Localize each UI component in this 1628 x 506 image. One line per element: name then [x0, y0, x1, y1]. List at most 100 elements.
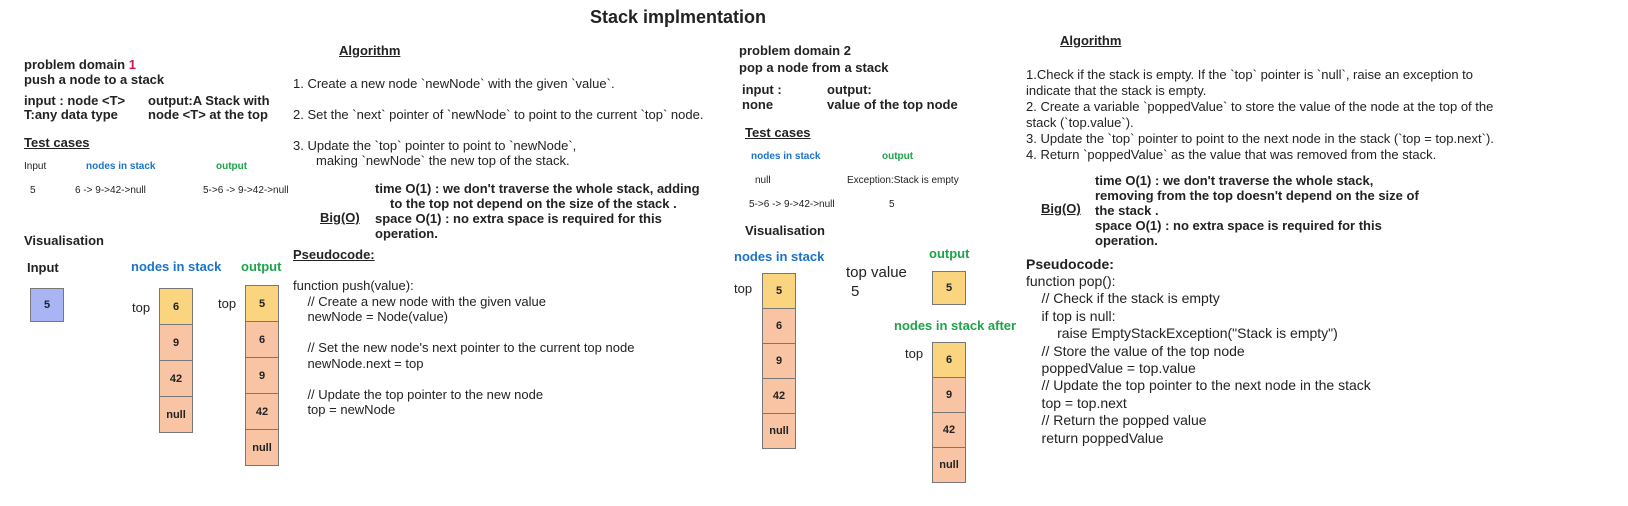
top-pointer-label-2: top [734, 281, 753, 296]
stack-node: null [762, 413, 796, 449]
visualisation-heading-2: Visualisation [745, 223, 825, 238]
tc-row-input: 5 [30, 185, 36, 196]
after-stack-node: 6 [932, 342, 966, 378]
output-stack-node: 6 [245, 321, 279, 358]
pseudocode-line: return poppedValue [1026, 429, 1164, 446]
visualisation-heading: Visualisation [24, 233, 104, 248]
problem-domain-1-heading: problem domain 1 [24, 57, 136, 72]
vis-nodes-label-2: nodes in stack [734, 249, 825, 264]
pseudocode-line: // Create a new node with the given valu… [293, 293, 546, 309]
algorithm-line: 3. Update the `top` pointer to point to … [1026, 131, 1494, 146]
stack-node: 6 [762, 308, 796, 344]
pseudocode-line: // Set the new node's next pointer to th… [293, 340, 635, 355]
pseudocode-line: // Store the value of the top node [1026, 342, 1245, 359]
input-label-2: input : [742, 82, 782, 97]
after-stack-node: 42 [932, 412, 966, 448]
top-pointer-label-output: top [218, 296, 237, 311]
pseudocode-block-2: function pop(): // Check if the stack is… [1026, 273, 1371, 447]
nodes-after-label: nodes in stack after [894, 318, 1017, 333]
tc-row-2-output: 5 [889, 199, 895, 210]
algorithm-line: 2. Create a variable `poppedValue` to st… [1026, 99, 1494, 114]
pseudocode-line [293, 325, 634, 341]
algorithm-heading-2: Algorithm [1060, 33, 1122, 48]
algorithm-line: stack (`top.value`). [1026, 115, 1134, 130]
output-stack-node: 9 [245, 357, 279, 394]
input-type: T:any data type [24, 107, 118, 122]
pseudocode-line: // Check if the stack is empty [1026, 290, 1220, 307]
pseudocode-line: function pop(): [1026, 273, 1116, 289]
stack-node: 6 [159, 288, 193, 325]
pseudocode-line: newNode = Node(value) [293, 309, 449, 324]
right-output-node: 5 [932, 271, 966, 305]
vis-output-label-2: output [929, 246, 970, 261]
stack-node: 9 [762, 343, 796, 379]
pseudocode-line: poppedValue = top.value [1026, 360, 1196, 377]
algorithm-heading: Algorithm [339, 43, 401, 58]
after-stack-node: null [932, 447, 966, 483]
pseudocode-line: if top is null: [1026, 307, 1116, 324]
output-stack-node: 5 [245, 285, 279, 322]
stack-node: 9 [159, 324, 193, 361]
algorithm-block-2: 1.Check if the stack is empty. If the `t… [1026, 67, 1494, 163]
tc-row-1-output: Exception:Stack is empty [847, 175, 959, 186]
top-pointer-label-after: top [905, 346, 924, 361]
tc-row-output: 5->6 -> 9->42->null [203, 185, 289, 196]
algorithm-step-3: 3. Update the `top` pointer to point to … [293, 138, 577, 153]
tc-header-nodes-2: nodes in stack [751, 151, 821, 162]
tc-header-output-2: output [882, 151, 914, 162]
pseudocode-line: // Update the top pointer to the new nod… [293, 386, 544, 402]
problem-domain-number: 1 [128, 57, 136, 72]
bigo-label-2: Big(O) [1041, 201, 1081, 216]
pseudocode-line: top = newNode [293, 402, 396, 417]
bigo-time-cont: to the top not depend on the size of the… [390, 196, 677, 211]
algorithm-step-2: 2. Set the `next` pointer of `newNode` t… [293, 107, 704, 122]
bigo-line: operation. [1095, 233, 1158, 248]
bigo-space: space O(1) : no extra space is required … [375, 211, 662, 226]
top-value-label: top value [846, 264, 907, 281]
tc-header-output: output [216, 161, 248, 172]
bigo-block-2: time O(1) : we don't traverse the whole … [1095, 173, 1419, 248]
problem-subtitle-2: pop a node from a stack [739, 60, 889, 75]
bigo-line: space O(1) : no extra space is required … [1095, 218, 1382, 233]
page-title: Stack implmentation [590, 7, 767, 27]
algorithm-step-1: 1. Create a new node `newNode` with the … [293, 76, 615, 91]
input-label: input : node <T> [24, 93, 126, 108]
test-cases-heading: Test cases [24, 135, 90, 150]
input-node: 5 [30, 288, 64, 322]
pseudocode-line: // Update the top pointer to the next no… [1026, 377, 1371, 394]
bigo-time: time O(1) : we don't traverse the whole … [375, 181, 700, 196]
stack-node: 5 [762, 273, 796, 309]
problem-domain-label: problem domain [24, 57, 129, 72]
tc-row-nodes: 6 -> 9->42->null [75, 185, 146, 196]
tc-row-2-nodes: 5->6 -> 9->42->null [749, 199, 835, 210]
pseudocode-heading-2: Pseudocode: [1026, 256, 1114, 272]
output-stack-node: 42 [245, 393, 279, 430]
vis-input-label: Input [27, 260, 59, 275]
bigo-label: Big(O) [320, 210, 360, 225]
output-desc: node <T> at the top [148, 107, 268, 122]
pseudocode-heading: Pseudocode: [293, 247, 375, 262]
stack-node: 42 [762, 378, 796, 414]
output-value-2: value of the top node [827, 97, 958, 112]
top-value: 5 [851, 283, 860, 300]
vis-nodes-label: nodes in stack [131, 259, 222, 274]
pseudocode-block: function push(value): // Create a new no… [293, 278, 634, 418]
output-label: output:A Stack with [148, 93, 270, 108]
algorithm-line: 4. Return `poppedValue` as the value tha… [1026, 147, 1437, 162]
bigo-line: the stack . [1095, 203, 1159, 218]
algorithm-line: 1.Check if the stack is empty. If the `t… [1026, 67, 1474, 82]
problem-subtitle: push a node to a stack [24, 72, 165, 87]
top-pointer-label: top [132, 300, 151, 315]
tc-header-nodes: nodes in stack [86, 161, 156, 172]
output-label-2: output: [827, 82, 872, 97]
test-cases-heading-2: Test cases [745, 125, 811, 140]
pseudocode-line: // Return the popped value [1026, 412, 1207, 429]
output-stack-node: null [245, 429, 279, 466]
pseudocode-line: newNode.next = top [293, 355, 424, 371]
tc-row-1-nodes: null [755, 175, 771, 186]
pseudocode-line: function push(value): [293, 278, 414, 293]
pseudocode-line: raise EmptyStackException("Stack is empt… [1026, 325, 1338, 342]
input-value-2: none [742, 97, 774, 112]
pseudocode-line [293, 371, 634, 387]
bigo-line: removing from the top doesn't depend on … [1095, 188, 1419, 203]
